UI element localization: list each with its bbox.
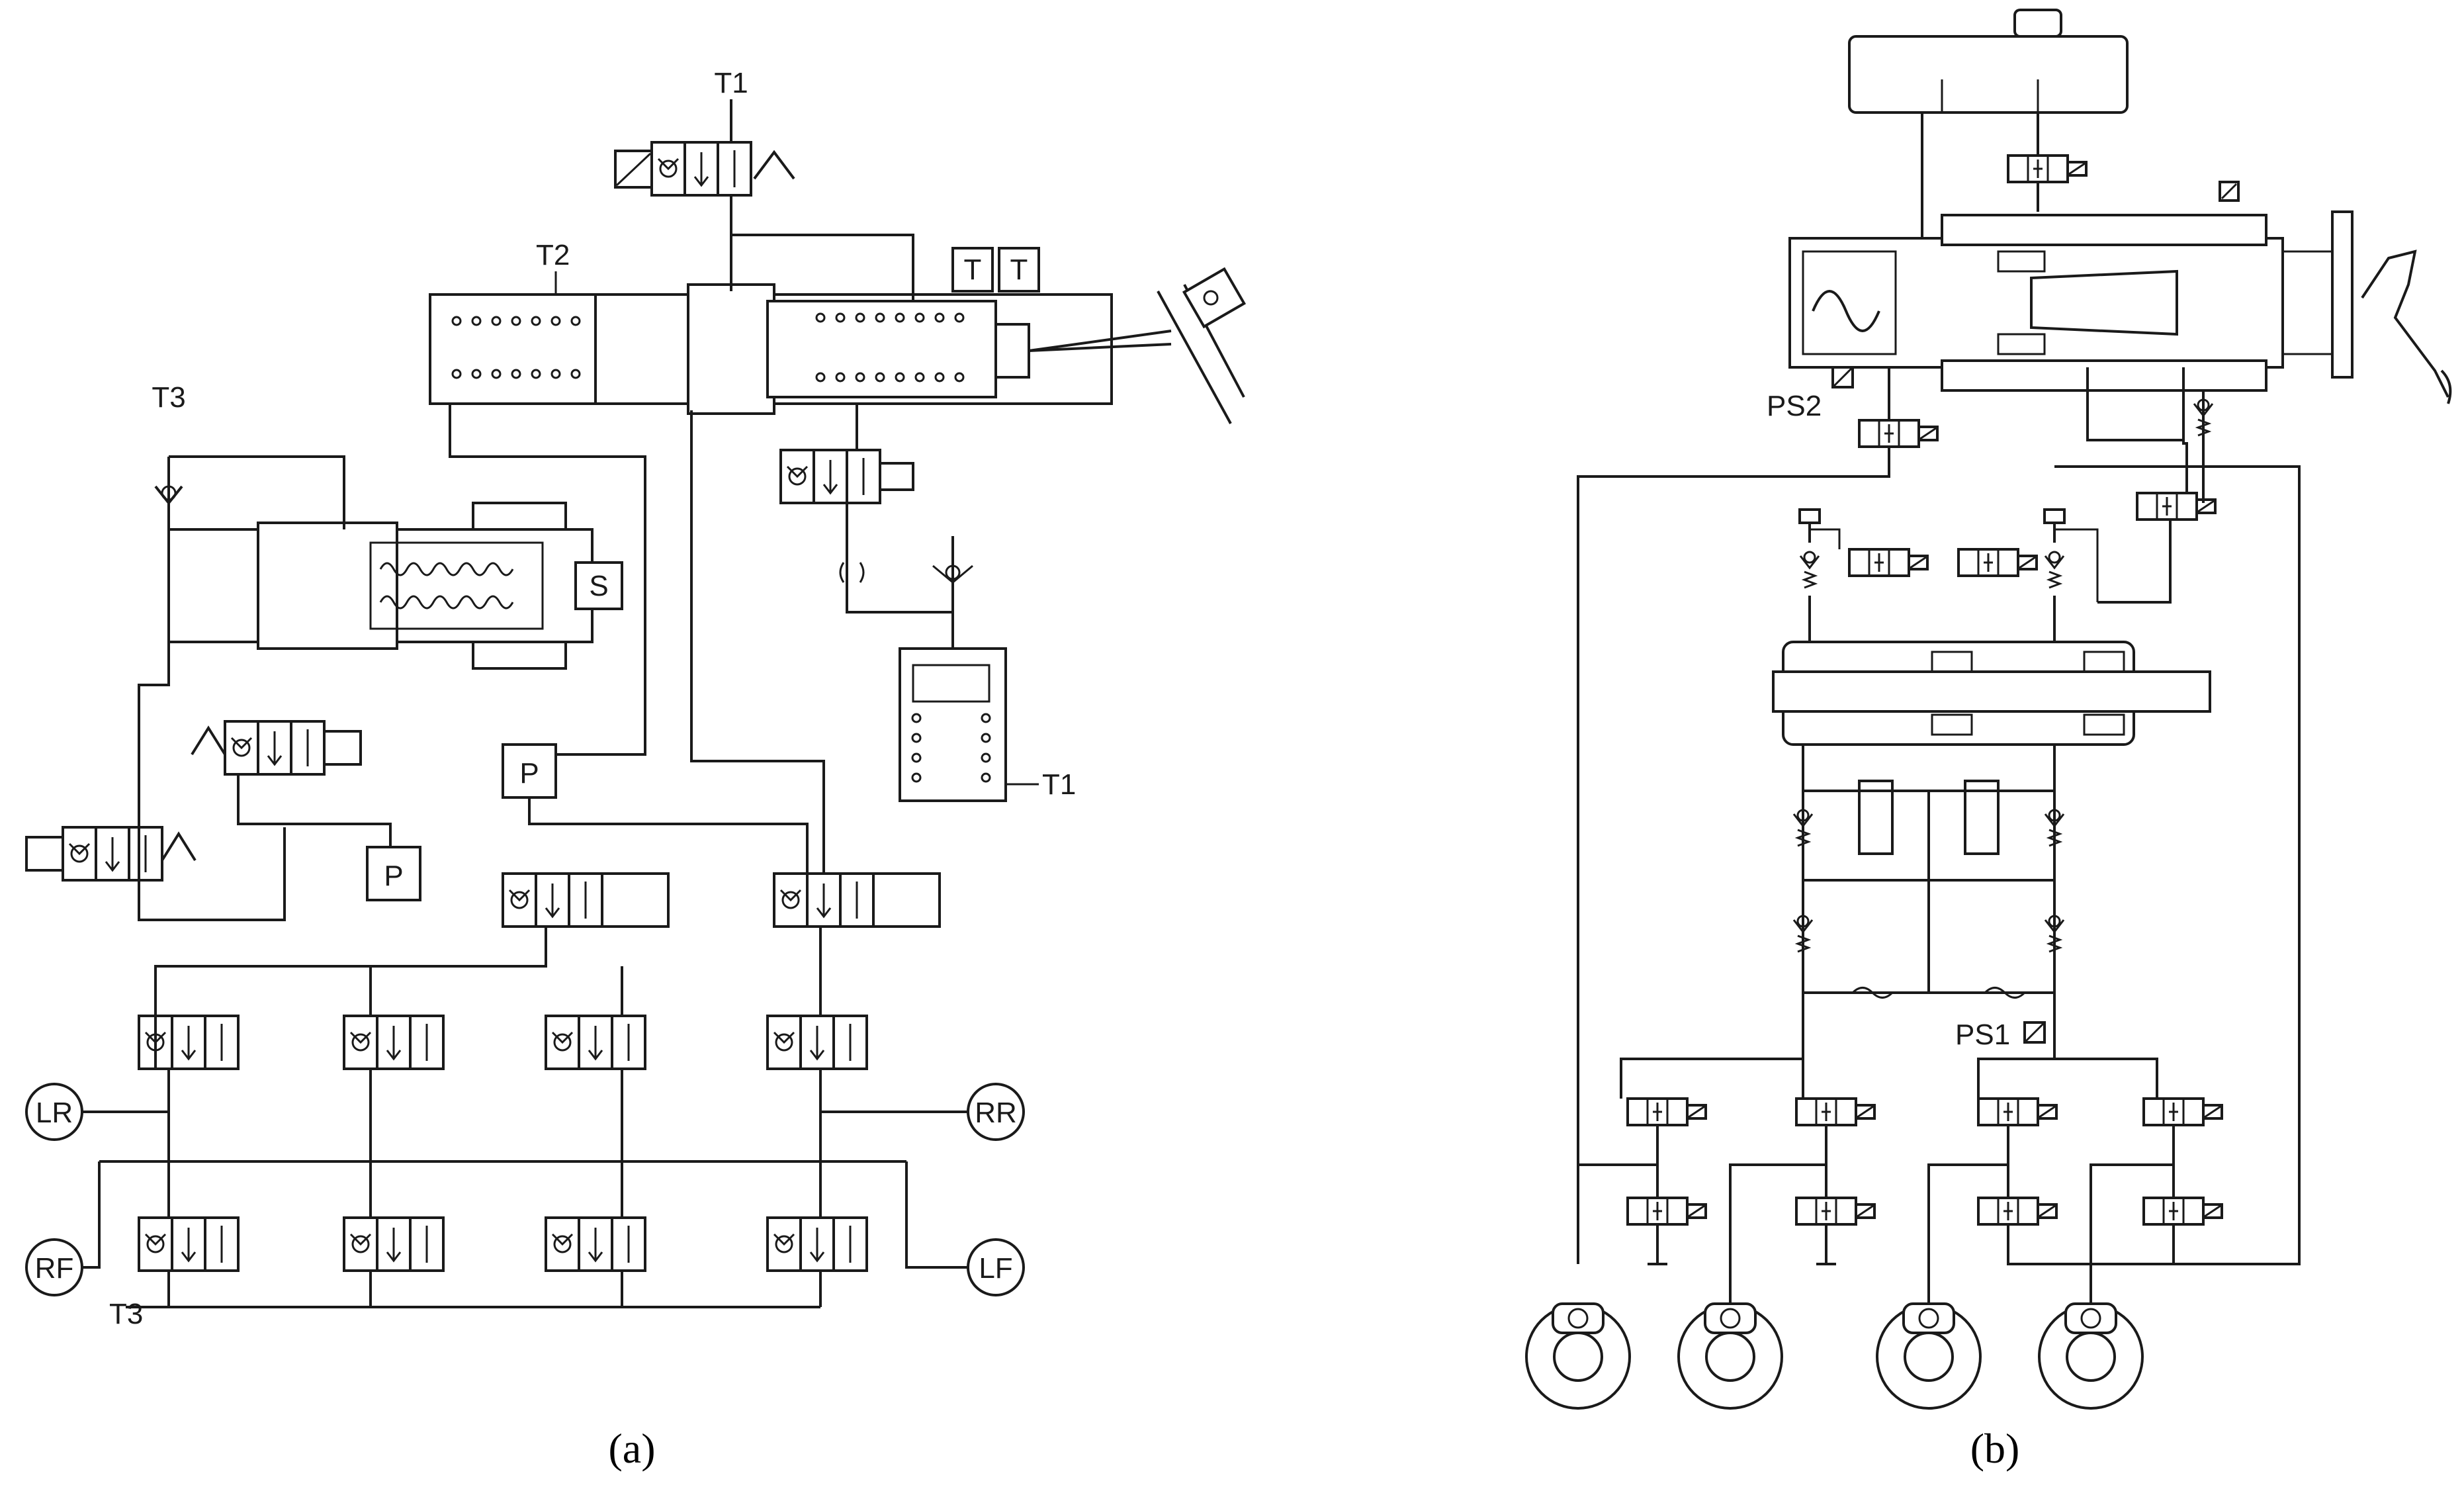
wheel-b-2 [1677, 1302, 1783, 1410]
booster-s: S [167, 502, 623, 670]
panel-b-circuit: PS2 [1525, 9, 2452, 1472]
valve-row-outlet [138, 1216, 868, 1272]
rf-label: RF [35, 1252, 74, 1285]
rr-label: RR [975, 1097, 1017, 1129]
t2-label: T2 [536, 239, 570, 271]
valve-left-upper [191, 720, 362, 776]
brake-pedal-a [1157, 267, 1247, 424]
wheel-b-3 [1876, 1302, 1982, 1410]
p-upper-label: P [519, 757, 539, 790]
valve-group-4 [2142, 1097, 2223, 1226]
t3-top-label: T3 [152, 381, 185, 414]
valve-mid-left [502, 872, 670, 928]
ps2-label: PS2 [1767, 390, 1822, 422]
t-box-1 [951, 247, 994, 293]
valve-group-2 [1795, 1097, 1876, 1226]
lf-label: LF [979, 1252, 1012, 1285]
master-cylinder-a [429, 283, 1172, 415]
t-box-1-label: T [964, 253, 982, 286]
valve-top [614, 141, 795, 197]
pressure-relief-left [1798, 508, 1929, 589]
valve-group-3 [1977, 1097, 2058, 1226]
valve-simulator-feed [779, 449, 914, 504]
pedal-simulator [899, 647, 1007, 802]
p-lower-label: P [384, 860, 403, 892]
panel-b-caption: (b) [1970, 1425, 2020, 1472]
pressure-sensor-lower [366, 846, 421, 901]
brake-pedal-b [2361, 250, 2452, 404]
valve-mid-b-right [1964, 780, 2000, 855]
valve-mid-right [773, 872, 941, 928]
ps1-label: PS1 [1955, 1019, 2010, 1051]
master-cylinder-b [1788, 210, 2354, 392]
valve-mid-b-left [1858, 780, 1894, 855]
valve-row-inlet [138, 1015, 868, 1070]
panel-a-caption: (a) [608, 1425, 655, 1472]
wheel-b-1 [1525, 1302, 1631, 1410]
t-box-2 [998, 247, 1040, 293]
t3-bottom-label: T3 [109, 1298, 143, 1330]
panel-a-circuit: T T S [25, 67, 1247, 1472]
reservoir-valve [2007, 154, 2088, 183]
t1-right-label: T1 [1042, 768, 1076, 801]
booster-s-label: S [589, 570, 608, 602]
valve-ps2 [1858, 419, 1939, 448]
plunger-cylinder [1772, 641, 2211, 746]
t-box-2-label: T [1010, 253, 1028, 286]
reservoir [1848, 9, 2129, 114]
valve-group-1 [1626, 1097, 1707, 1226]
lr-label: LR [36, 1097, 73, 1129]
wheel-b-4 [2038, 1302, 2144, 1410]
t1-top-label: T1 [714, 67, 748, 99]
pressure-relief-right [1957, 508, 2099, 602]
orifice [839, 562, 865, 583]
valve-left-lower [25, 826, 197, 882]
